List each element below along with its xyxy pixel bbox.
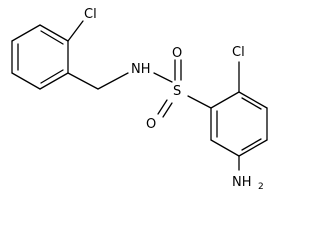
ring2-bond-4 xyxy=(238,139,268,157)
atom-amine-n: NH xyxy=(232,175,252,190)
structure-diagram: Cl NH S O O Cl NH 2 xyxy=(11,7,268,192)
atom-amine-subscript: 2 xyxy=(258,182,264,192)
ring2-double-2 xyxy=(241,138,262,151)
ring1-double-2 xyxy=(40,69,64,84)
bond-s-ring2 xyxy=(187,95,212,109)
chlorophenyl-ring xyxy=(11,24,69,90)
bond-ring1-cl xyxy=(67,20,84,42)
bond-ring1-ch2 xyxy=(67,72,99,90)
bond-nh-s xyxy=(153,72,173,83)
ring2-bond-2 xyxy=(238,91,268,109)
bond-s-o-bottom-a xyxy=(157,99,168,115)
aminochlorophenyl-ring xyxy=(210,91,268,157)
bond-s-o-bottom-b xyxy=(162,102,173,118)
atom-cl-top: Cl xyxy=(84,7,97,22)
ring2-bond-1 xyxy=(210,91,240,109)
atom-oxygen-top: O xyxy=(172,46,182,61)
atom-sulfur: S xyxy=(173,84,181,99)
ring2-double-1 xyxy=(241,97,262,110)
ring1-double-1 xyxy=(40,30,64,45)
ring2-bond-5 xyxy=(210,139,240,157)
ring1-bond-3 xyxy=(39,72,69,90)
ring1-bond-1 xyxy=(39,24,69,42)
atom-nh: NH xyxy=(131,62,151,77)
atom-oxygen-bottom: O xyxy=(146,117,156,132)
ring1-bond-6 xyxy=(11,24,41,42)
ring1-bond-4 xyxy=(11,72,41,90)
bond-ch2-nh xyxy=(97,72,129,90)
atom-cl-right: Cl xyxy=(232,45,245,60)
molecule-drawing: Cl NH S O O Cl NH 2 xyxy=(11,7,268,192)
